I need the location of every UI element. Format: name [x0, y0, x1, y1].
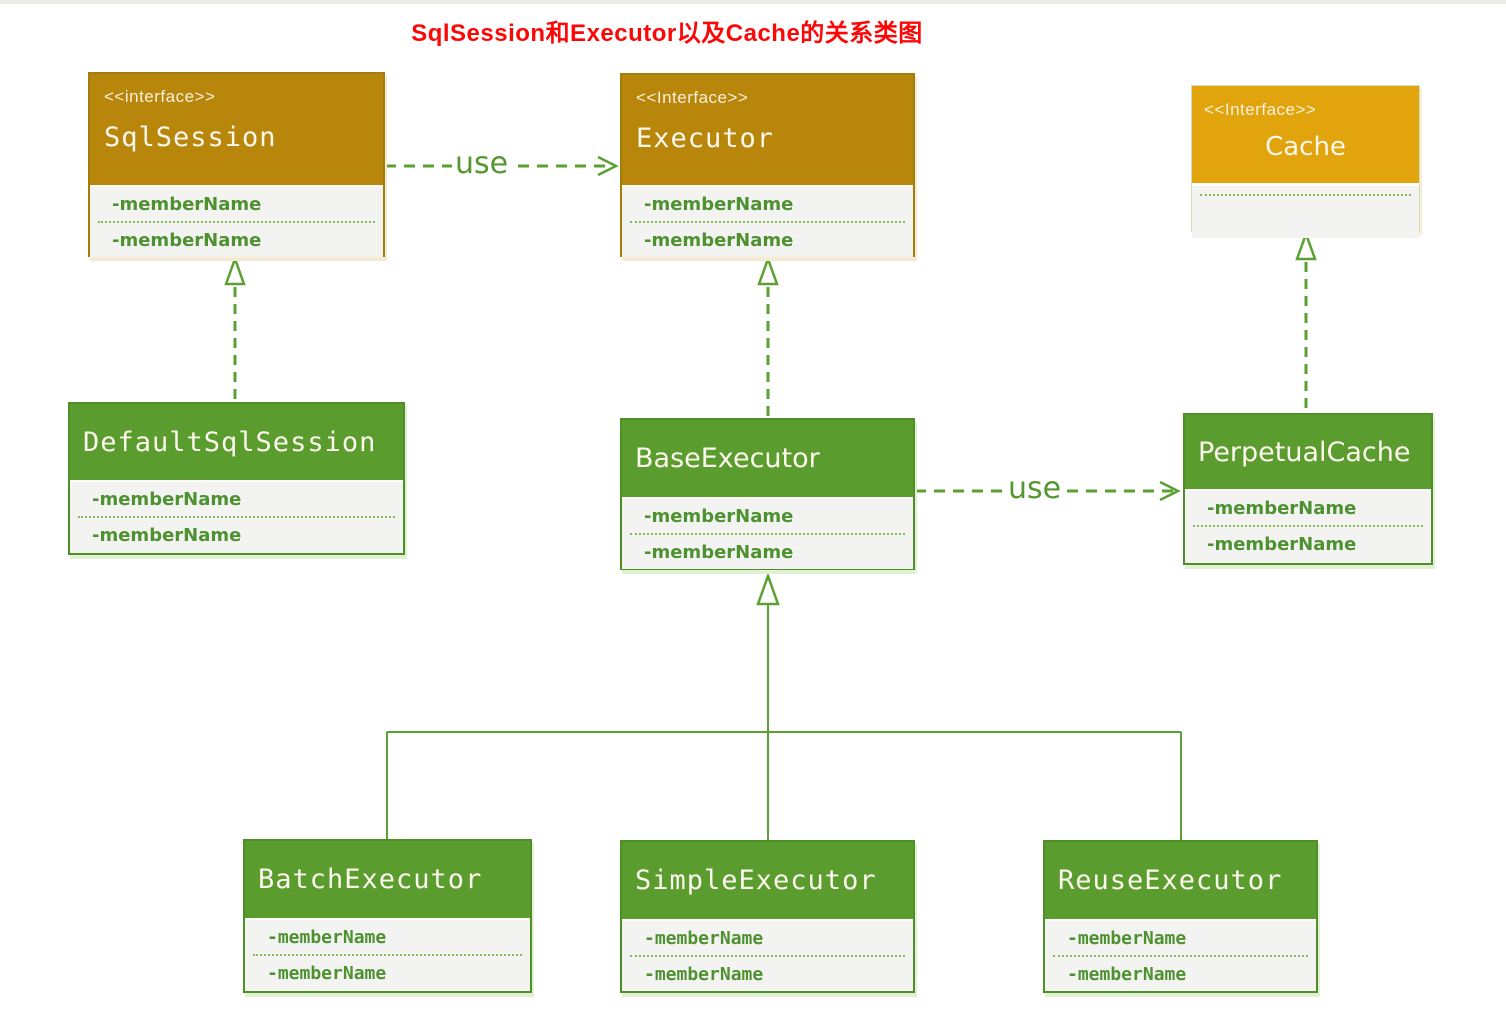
class-header: <<interface>> SqlSession — [90, 74, 383, 187]
class-box-reuseexecutor: ReuseExecutor -memberName -memberName — [1043, 840, 1318, 993]
member-row: -memberName — [1067, 928, 1187, 949]
class-name: Executor — [636, 123, 775, 154]
class-name: BaseExecutor — [635, 443, 820, 474]
class-box-defaultsqlsession: DefaultSqlSession -memberName -memberNam… — [68, 402, 405, 555]
class-header: SimpleExecutor — [622, 842, 913, 921]
class-box-sqlsession: <<interface>> SqlSession -memberName -me… — [88, 72, 385, 257]
member-divider — [1053, 955, 1308, 957]
class-header: DefaultSqlSession — [70, 404, 403, 482]
hollow-triangle-baseexecutor — [756, 572, 780, 606]
member-row: -memberName — [644, 964, 764, 985]
class-box-simpleexecutor: SimpleExecutor -memberName -memberName — [620, 840, 915, 993]
class-header: <<Interface>> Cache — [1192, 86, 1419, 186]
member-divider — [1193, 525, 1423, 527]
stereotype-label: <<interface>> — [104, 87, 216, 106]
hollow-triangle-cache — [1295, 230, 1317, 261]
class-name: ReuseExecutor — [1058, 865, 1283, 896]
class-box-perpetualcache: PerpetualCache -memberName -memberName — [1183, 413, 1433, 565]
member-divider — [253, 954, 522, 956]
member-divider — [630, 533, 905, 535]
member-row: -memberName — [1207, 498, 1357, 519]
class-box-cache: <<Interface>> Cache — [1191, 85, 1420, 238]
hollow-triangle-sqlsession — [224, 255, 246, 286]
class-members: -memberName -memberName — [245, 920, 530, 990]
class-name: DefaultSqlSession — [83, 426, 377, 458]
member-row: -memberName — [112, 230, 262, 251]
member-row: -memberName — [92, 525, 242, 546]
member-divider — [98, 221, 375, 223]
member-row: -memberName — [644, 928, 764, 949]
open-arrowhead-perpetualcache — [1159, 480, 1181, 502]
class-box-baseexecutor: BaseExecutor -memberName -memberName — [620, 418, 915, 570]
member-row: -memberName — [644, 230, 794, 251]
class-members: -memberName -memberName — [1185, 491, 1431, 561]
class-box-batchexecutor: BatchExecutor -memberName -memberName — [243, 839, 532, 993]
class-members: -memberName -memberName — [622, 187, 913, 257]
member-row: -memberName — [1067, 964, 1187, 985]
use-label-baseexecutor-perpetualcache: use — [1005, 472, 1065, 506]
member-row: -memberName — [92, 489, 242, 510]
class-name: Cache — [1265, 132, 1346, 162]
member-divider — [630, 221, 905, 223]
class-members: -memberName -memberName — [622, 921, 913, 991]
member-row: -memberName — [644, 542, 794, 563]
class-header: ReuseExecutor — [1045, 842, 1316, 921]
page-top-rule — [0, 0, 1506, 4]
stereotype-label: <<Interface>> — [1204, 100, 1317, 119]
class-members: -memberName -memberName — [90, 187, 383, 257]
page-title: SqlSession和Executor以及Cache的关系类图 — [411, 20, 923, 47]
class-members: -memberName -memberName — [70, 482, 403, 552]
class-members: -memberName -memberName — [1045, 921, 1316, 991]
member-divider — [630, 955, 905, 957]
member-row: -memberName — [644, 194, 794, 215]
class-members: -memberName -memberName — [622, 499, 913, 569]
class-box-executor: <<Interface>> Executor -memberName -memb… — [620, 73, 915, 257]
class-members — [1192, 194, 1419, 238]
member-row: -memberName — [267, 927, 387, 948]
member-row: -memberName — [644, 506, 794, 527]
member-divider — [78, 516, 395, 518]
class-header: PerpetualCache — [1185, 415, 1431, 491]
member-row: -memberName — [112, 194, 262, 215]
member-row: -memberName — [267, 963, 387, 984]
open-arrowhead-executor — [597, 155, 619, 177]
use-label-sqlsession-executor: use — [452, 147, 512, 181]
class-header: BaseExecutor — [622, 420, 913, 499]
class-name: SqlSession — [104, 122, 277, 153]
member-divider — [1200, 194, 1411, 196]
class-header: <<Interface>> Executor — [622, 75, 913, 187]
member-row: -memberName — [1207, 534, 1357, 555]
class-header: BatchExecutor — [245, 841, 530, 920]
hollow-triangle-executor — [757, 255, 779, 286]
class-name: SimpleExecutor — [635, 865, 877, 896]
class-name: PerpetualCache — [1198, 436, 1411, 468]
stereotype-label: <<Interface>> — [636, 88, 749, 107]
class-name: BatchExecutor — [258, 864, 483, 895]
